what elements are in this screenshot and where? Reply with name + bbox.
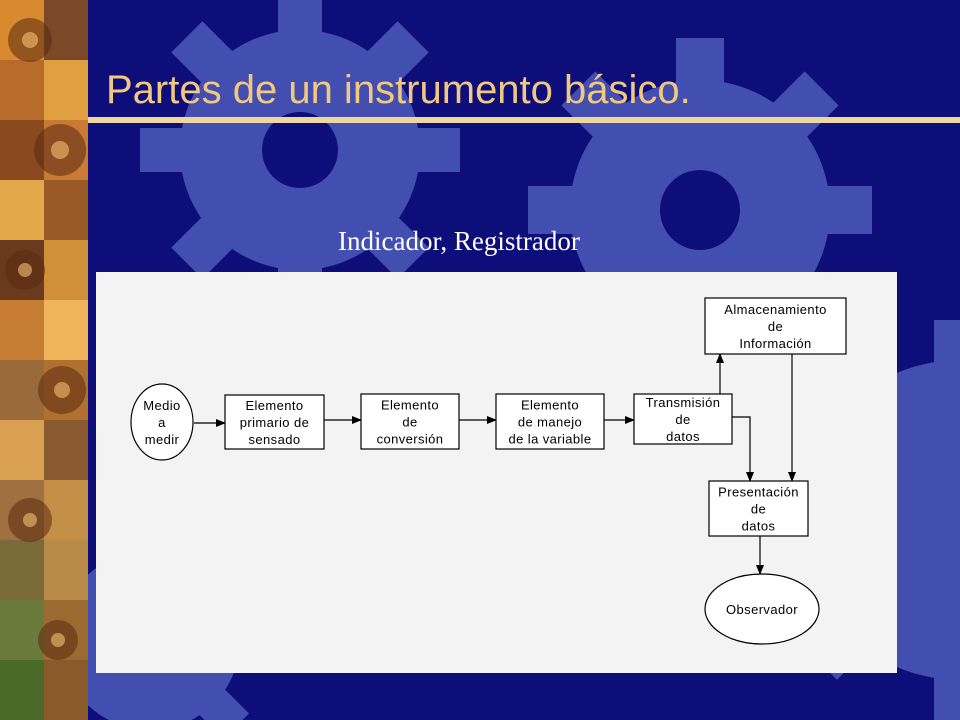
gear-mosaic-strip bbox=[0, 0, 88, 720]
node-label-line: Elemento bbox=[521, 398, 579, 413]
node-medio: Medio a medir bbox=[130, 383, 194, 461]
slide-title: Partes de un instrumento básico. bbox=[106, 68, 691, 112]
node-shape bbox=[360, 393, 460, 450]
node-label-line: Medio bbox=[143, 398, 180, 413]
node-shape bbox=[633, 393, 733, 445]
node-shape bbox=[704, 297, 847, 355]
node-label-line: datos bbox=[666, 429, 700, 444]
node-label-line: de la variable bbox=[509, 432, 592, 447]
node-transmision: Transmisión de datos bbox=[633, 393, 733, 445]
node-label-line: sensado bbox=[249, 432, 301, 447]
title-underline bbox=[88, 117, 960, 123]
node-shape bbox=[495, 393, 605, 450]
node-label-line: Elemento bbox=[381, 398, 439, 413]
node-label-line: medir bbox=[145, 432, 180, 447]
node-label-line: Información bbox=[739, 336, 811, 351]
node-label-line: de bbox=[768, 319, 783, 334]
node-label-line: de manejo bbox=[518, 415, 582, 430]
node-label-line: de bbox=[402, 415, 417, 430]
node-shape bbox=[704, 573, 820, 645]
node-label-line: Transmisión bbox=[646, 395, 721, 410]
node-label-line: Presentación bbox=[718, 485, 799, 500]
slide-subtitle: Indicador, Registrador bbox=[338, 226, 580, 256]
node-manejo: Elemento de manejo de la variable bbox=[495, 393, 605, 450]
node-label-line: Almacenamiento bbox=[724, 302, 826, 317]
node-shape bbox=[130, 383, 194, 461]
node-label-line: a bbox=[158, 415, 166, 430]
node-presentacion: Presentación de datos bbox=[708, 480, 809, 537]
node-label-line: de bbox=[675, 412, 690, 427]
node-observador: Observador bbox=[704, 573, 820, 645]
node-label-line: de bbox=[751, 502, 766, 517]
arrow-transmision-to-presentacion bbox=[732, 416, 754, 482]
node-label-line: conversión bbox=[377, 432, 444, 447]
node-label-line: Observador bbox=[726, 602, 798, 617]
node-label-line: Elemento bbox=[245, 398, 303, 413]
node-label-line: datos bbox=[742, 519, 776, 534]
node-shape bbox=[224, 394, 325, 450]
node-sensado: Elemento primario de sensado bbox=[224, 394, 325, 450]
node-shape bbox=[708, 480, 809, 537]
node-label-line: primario de bbox=[240, 415, 309, 430]
node-conversion: Elemento de conversión bbox=[360, 393, 460, 450]
